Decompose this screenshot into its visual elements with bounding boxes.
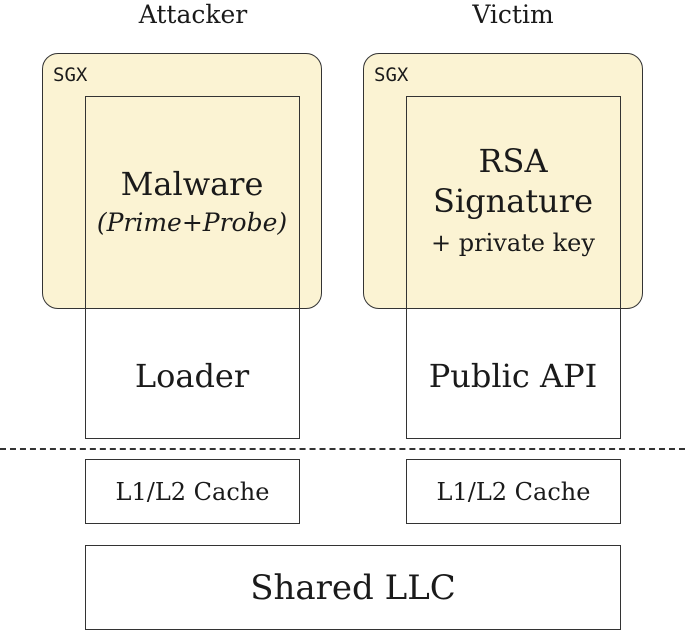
attacker-sgx-label: SGX [53, 64, 88, 86]
attacker-cache-label: L1/L2 Cache [115, 477, 270, 506]
attacker-sgx-enclave [42, 53, 322, 309]
attacker-process-box [85, 96, 300, 439]
victim-enclave-rsa-text: RSA [478, 142, 548, 180]
victim-public-api-label: Public API [428, 357, 598, 395]
privilege-boundary-divider [0, 448, 685, 450]
victim-title: Victim [472, 0, 554, 29]
victim-enclave-private-key-text: + private key [431, 229, 595, 257]
victim-sgx-enclave [363, 53, 643, 309]
attacker-enclave-prime-probe-text: (Prime+Probe) [96, 208, 288, 237]
victim-process-box [406, 96, 621, 439]
attacker-title: Attacker [138, 0, 248, 29]
victim-sgx-label: SGX [374, 64, 409, 86]
shared-llc: Shared LLC [85, 545, 621, 630]
attacker-loader-label: Loader [134, 357, 250, 395]
shared-llc-label: Shared LLC [250, 567, 456, 608]
attacker-l1l2-cache: L1/L2 Cache [85, 459, 300, 524]
attacker-enclave-malware-text: Malware [120, 165, 264, 203]
victim-l1l2-cache: L1/L2 Cache [406, 459, 621, 524]
victim-cache-label: L1/L2 Cache [436, 477, 591, 506]
victim-enclave-signature-text: Signature [432, 182, 594, 220]
